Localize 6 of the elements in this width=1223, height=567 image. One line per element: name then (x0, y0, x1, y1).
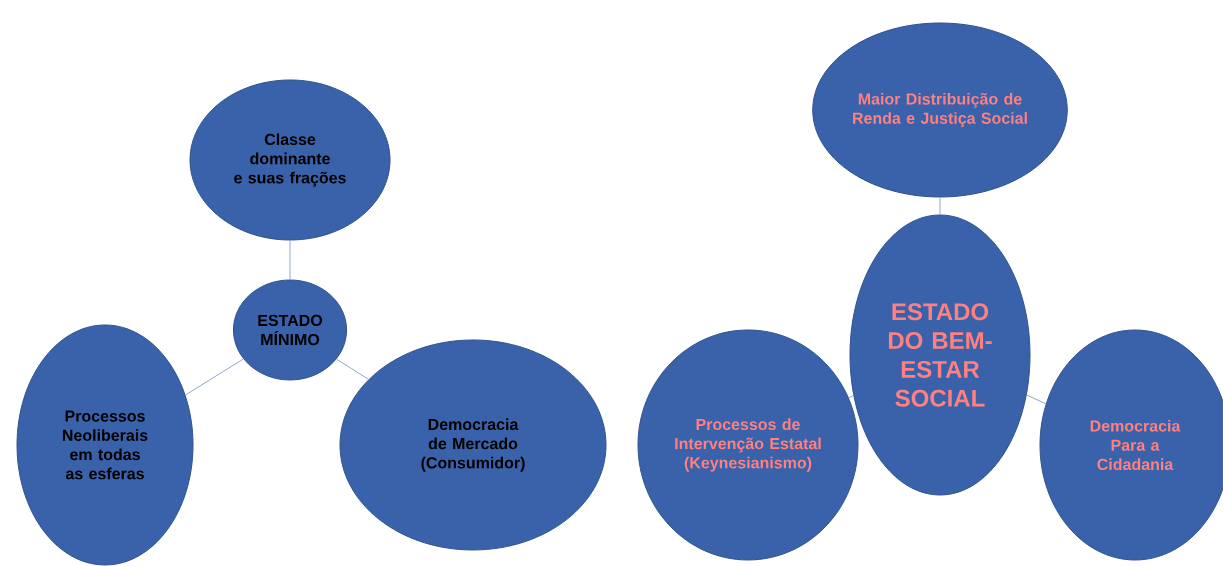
connector-line (848, 395, 854, 399)
connector-line (289, 240, 291, 280)
connector-line (185, 358, 244, 396)
connector-line (939, 197, 941, 215)
connector-line (336, 358, 369, 380)
connector-line (1026, 394, 1047, 405)
